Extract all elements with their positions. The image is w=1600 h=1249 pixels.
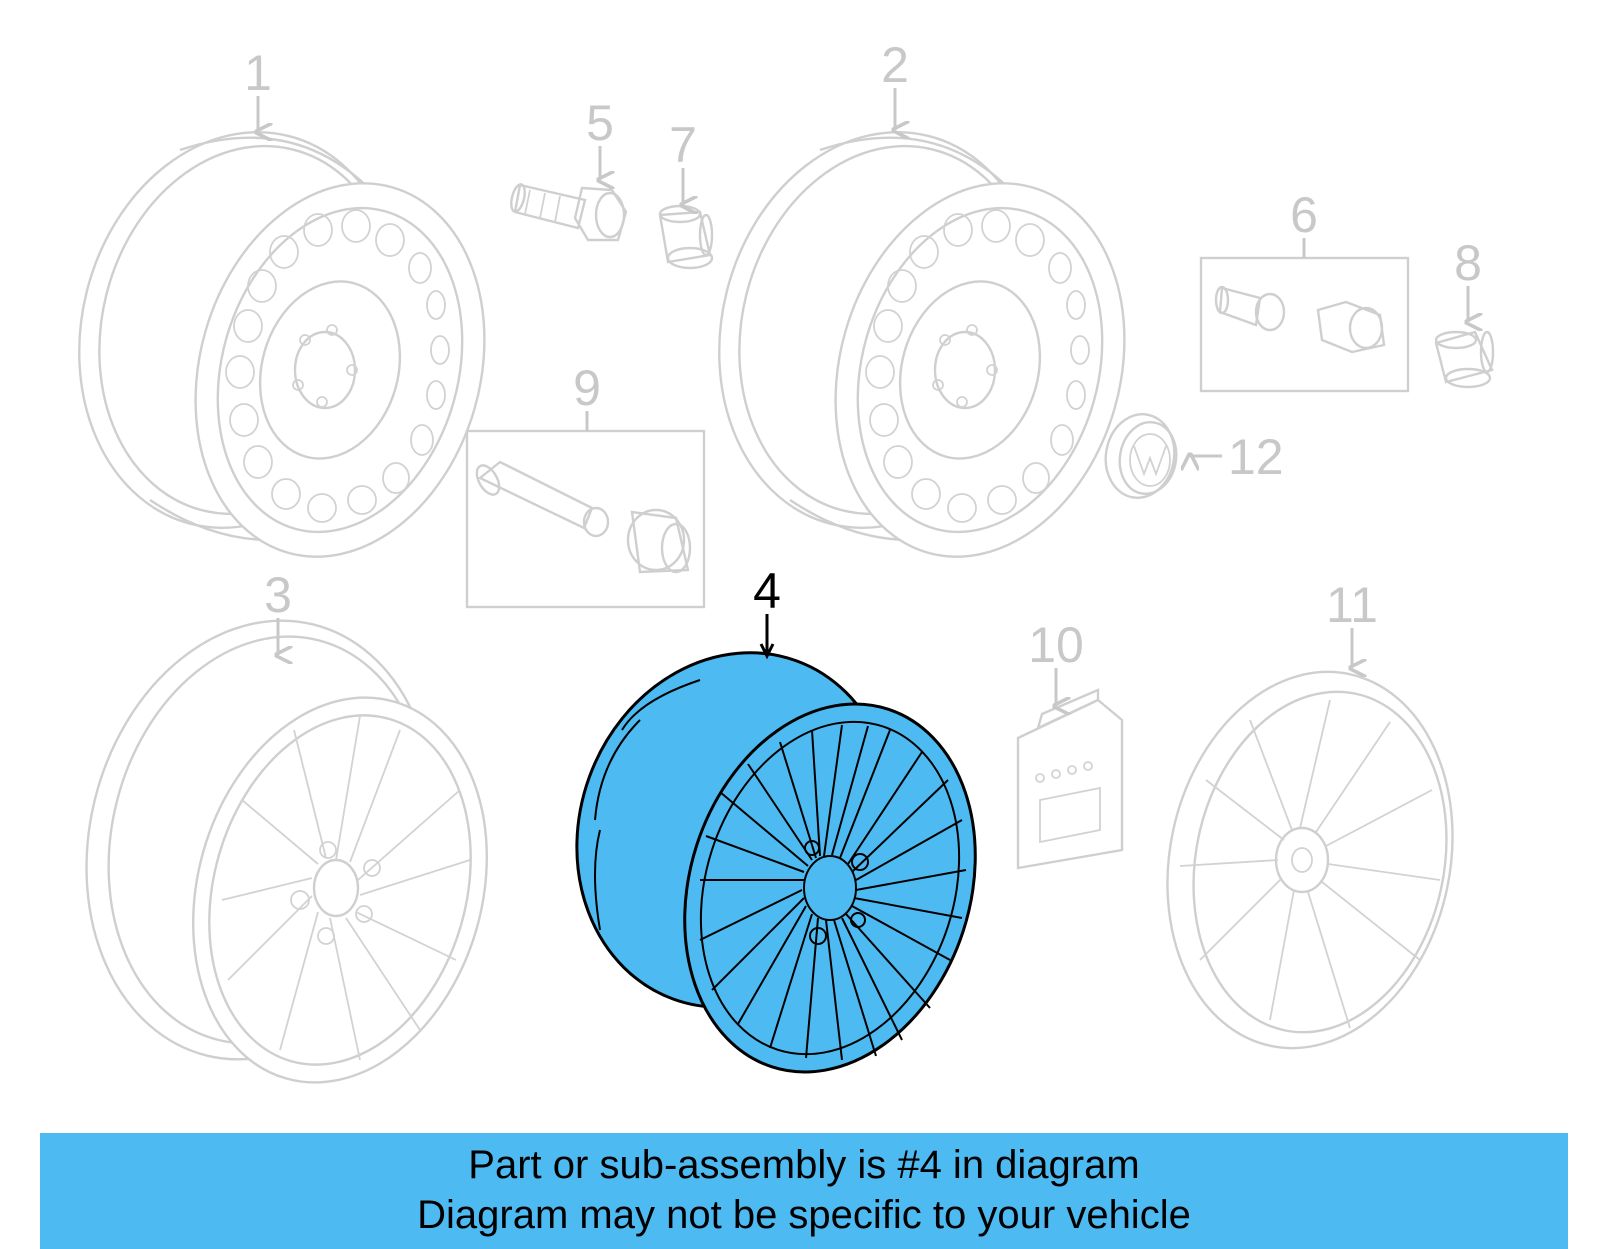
callout-8: 8 (1454, 235, 1482, 322)
callout-1-label: 1 (244, 45, 272, 101)
info-banner: Part or sub-assembly is #4 in diagram Di… (40, 1133, 1568, 1249)
part-11-wheel-cover (1166, 670, 1454, 1050)
part-3-alloy-wheel (85, 619, 489, 1084)
callout-9: 9 (573, 360, 601, 431)
part-8-bolt-cap (1434, 330, 1495, 389)
part-7-bolt-cap (658, 204, 714, 270)
callout-12: 12 (1190, 429, 1284, 485)
callout-3-label: 3 (264, 567, 292, 623)
callout-10-label: 10 (1028, 617, 1084, 673)
callout-12-label: 12 (1228, 429, 1284, 485)
callout-4-label: 4 (753, 563, 781, 619)
callout-2-label: 2 (881, 37, 909, 93)
banner-line-2: Diagram may not be specific to your vehi… (417, 1193, 1191, 1237)
part-6-lock-bolt-kit (1199, 256, 1410, 393)
callout-7-label: 7 (669, 117, 697, 173)
callout-3: 3 (264, 567, 292, 655)
part-9-valve-stem-kit (465, 429, 706, 609)
callout-6-label: 6 (1290, 187, 1318, 243)
callout-2: 2 (881, 37, 909, 130)
callout-11-label: 11 (1326, 577, 1378, 633)
part-2-steel-wheel (718, 131, 1126, 558)
callout-5-label: 5 (586, 95, 614, 151)
callout-8-label: 8 (1454, 235, 1482, 291)
callout-6: 6 (1290, 187, 1318, 258)
banner-line-1: Part or sub-assembly is #4 in diagram (468, 1143, 1140, 1187)
callout-9-label: 9 (573, 360, 601, 416)
part-5-wheel-bolt (510, 183, 628, 242)
part-4-alloy-wheel-highlighted (575, 651, 977, 1074)
part-12-center-cap (1104, 413, 1178, 499)
callout-10: 10 (1028, 617, 1084, 706)
callout-11: 11 (1326, 577, 1378, 668)
part-1-steel-wheel (78, 131, 486, 558)
callout-1: 1 (244, 45, 272, 132)
callout-4: 4 (753, 563, 781, 660)
part-10-label-kit (1016, 688, 1124, 870)
callout-7: 7 (669, 117, 697, 205)
callout-5: 5 (586, 95, 614, 180)
